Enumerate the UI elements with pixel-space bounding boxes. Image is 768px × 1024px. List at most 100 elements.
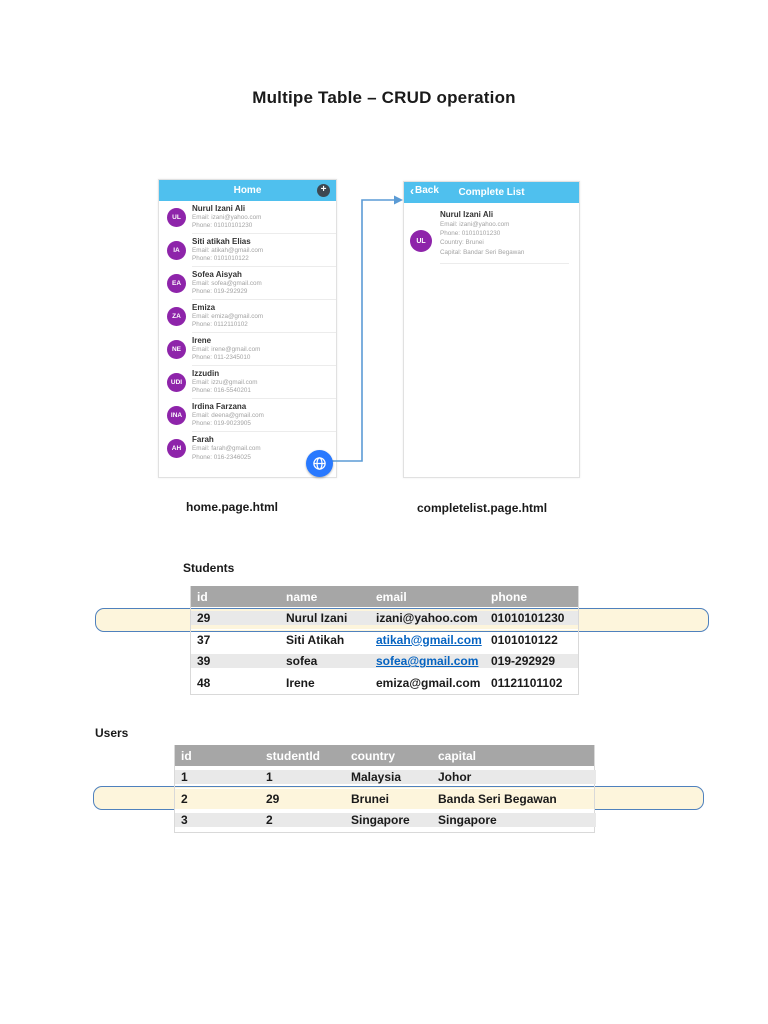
cell-capital: Singapore — [432, 813, 596, 828]
cell-id: 3 — [175, 813, 260, 828]
avatar: ZA — [167, 307, 186, 326]
cell-name: Irene — [280, 675, 370, 690]
list-item[interactable]: ZA Emiza Email: emiza@gmail.com Phone: 0… — [159, 300, 336, 333]
avatar: AH — [167, 439, 186, 458]
column-header: phone — [491, 589, 527, 604]
completelist-header: ‹ Back Complete List — [404, 182, 579, 203]
cell-studentId: 2 — [260, 813, 345, 828]
cell-country: Singapore — [345, 813, 432, 828]
cell-country: Brunei — [351, 791, 390, 806]
cell-id: 2 — [181, 791, 188, 806]
contact-email: Email: emiza@gmail.com — [192, 312, 264, 320]
contact-name: Emiza — [192, 302, 216, 312]
add-contact-button[interactable]: + — [317, 184, 330, 197]
completelist-file-label: completelist.page.html — [417, 501, 548, 515]
contact-phone: Phone: 016-5540201 — [192, 387, 251, 394]
contact-email: Email: izani@yahoo.com — [192, 213, 262, 221]
contact-name: Farah — [192, 435, 214, 445]
contact-name: Izzudin — [192, 368, 220, 378]
list-item[interactable]: IA Siti atikah Elias Email: atikah@gmail… — [159, 234, 336, 267]
students-table: id name email phone 29 Nurul Izani izani… — [190, 586, 579, 695]
avatar: EA — [167, 274, 186, 293]
cell-name: Nurul Izani — [280, 611, 370, 626]
detail-country: Country: Brunei — [440, 239, 484, 247]
globe-fab-button[interactable] — [306, 450, 333, 477]
chevron-left-icon: ‹ — [410, 183, 414, 198]
globe-icon — [313, 457, 326, 470]
cell-id: 48 — [191, 675, 280, 690]
cell-studentId: 29 — [266, 791, 280, 806]
contact-name: Sofea Aisyah — [192, 269, 242, 279]
home-header-title: Home — [233, 185, 262, 196]
avatar: INA — [167, 406, 186, 425]
students-section-label: Students — [183, 561, 235, 575]
contact-email: Email: atikah@gmail.com — [192, 246, 264, 254]
contact-email: Email: izzu@gmail.com — [192, 378, 258, 386]
navigation-arrow — [332, 195, 403, 462]
back-button[interactable]: ‹ Back — [410, 183, 439, 198]
cell-country: Malaysia — [345, 770, 432, 785]
avatar: IA — [167, 241, 186, 260]
cell-email-link[interactable]: atikah@gmail.com — [370, 632, 485, 647]
list-item[interactable]: INA Irdina Farzana Email: deena@gmail.co… — [159, 399, 336, 432]
contact-phone: Phone: 01010101230 — [192, 222, 253, 229]
users-table: id studentId country capital 1 1 Malaysi… — [174, 745, 596, 833]
cell-studentId: 1 — [260, 770, 345, 785]
cell-email: izani@yahoo.com — [370, 611, 485, 626]
contact-name: Irene — [192, 335, 212, 345]
avatar: UDI — [167, 373, 186, 392]
list-item[interactable]: NE Irene Email: irene@gmail.com Phone: 0… — [159, 333, 336, 366]
contact-email: Email: irene@gmail.com — [192, 345, 261, 353]
list-item[interactable]: UDI Izzudin Email: izzu@gmail.com Phone:… — [159, 366, 336, 399]
column-header: studentId — [266, 748, 320, 763]
contact-phone: Phone: 019-292929 — [192, 288, 248, 295]
contact-phone: Phone: 0101010122 — [192, 255, 249, 262]
contact-email: Email: farah@gmail.com — [192, 445, 261, 453]
avatar: UL — [410, 230, 432, 253]
home-header: Home + — [159, 180, 336, 201]
table-row: 39 sofea sofea@gmail.com 019-292929 — [191, 651, 578, 673]
back-label: Back — [415, 185, 439, 196]
students-table-header: id name email phone — [191, 586, 578, 608]
cell-email-link[interactable]: sofea@gmail.com — [370, 654, 485, 669]
column-header: capital — [438, 748, 477, 763]
detail-email: Email: izani@yahoo.com — [440, 221, 510, 229]
cell-id: 37 — [191, 632, 280, 647]
contact-email: Email: deena@gmail.com — [192, 411, 264, 419]
table-row: 3 2 Singapore Singapore — [175, 810, 596, 832]
list-item[interactable]: AH Farah Email: farah@gmail.com Phone: 0… — [159, 432, 336, 465]
cell-phone: 0101010122 — [485, 632, 578, 647]
contact-phone: Phone: 016-2346025 — [192, 453, 251, 461]
contact-name: Nurul Izani Ali — [192, 203, 246, 213]
table-row: 29 Nurul Izani izani@yahoo.com 010101012… — [191, 608, 578, 630]
page-title: Multipe Table – CRUD operation — [252, 88, 516, 107]
column-header: id — [197, 589, 208, 604]
table-row: 2 29 Brunei Banda Seri Begawan — [175, 789, 594, 810]
list-item[interactable]: UL Nurul Izani Ali Email: izani@yahoo.co… — [159, 201, 336, 234]
table-row: 48 Irene emiza@gmail.com 01121101102 — [191, 673, 578, 694]
users-section-label: Users — [95, 726, 129, 740]
users-highlight-band — [93, 786, 704, 810]
detail-name: Nurul Izani Ali — [440, 210, 494, 219]
cell-name: sofea — [280, 654, 370, 669]
cell-email: emiza@gmail.com — [370, 675, 485, 690]
contact-phone: Phone: 0112110102 — [192, 321, 248, 328]
column-header: id — [181, 748, 192, 763]
contact-name: Irdina Farzana — [192, 401, 247, 411]
table-row: 37 Siti Atikah atikah@gmail.com 01010101… — [191, 630, 578, 651]
cell-id: 1 — [175, 770, 260, 785]
home-mockup: Home + UL Nurul Izani Ali Email: izani@y… — [158, 179, 337, 478]
cell-id: 29 — [191, 611, 280, 626]
detail-capital: Capital: Bandar Seri Begawan — [440, 248, 525, 256]
cell-id: 39 — [191, 654, 280, 669]
column-header: email — [376, 589, 407, 604]
cell-phone: 01121101102 — [485, 675, 578, 690]
detail-phone: Phone: 01010101230 — [440, 230, 501, 238]
home-file-label: home.page.html — [186, 500, 279, 514]
contact-email: Email: sofea@gmail.com — [192, 279, 262, 287]
list-item[interactable]: EA Sofea Aisyah Email: sofea@gmail.com P… — [159, 267, 336, 300]
cell-phone: 019-292929 — [485, 654, 578, 669]
column-header: country — [351, 748, 396, 763]
contact-phone: Phone: 011-2345010 — [192, 354, 251, 361]
